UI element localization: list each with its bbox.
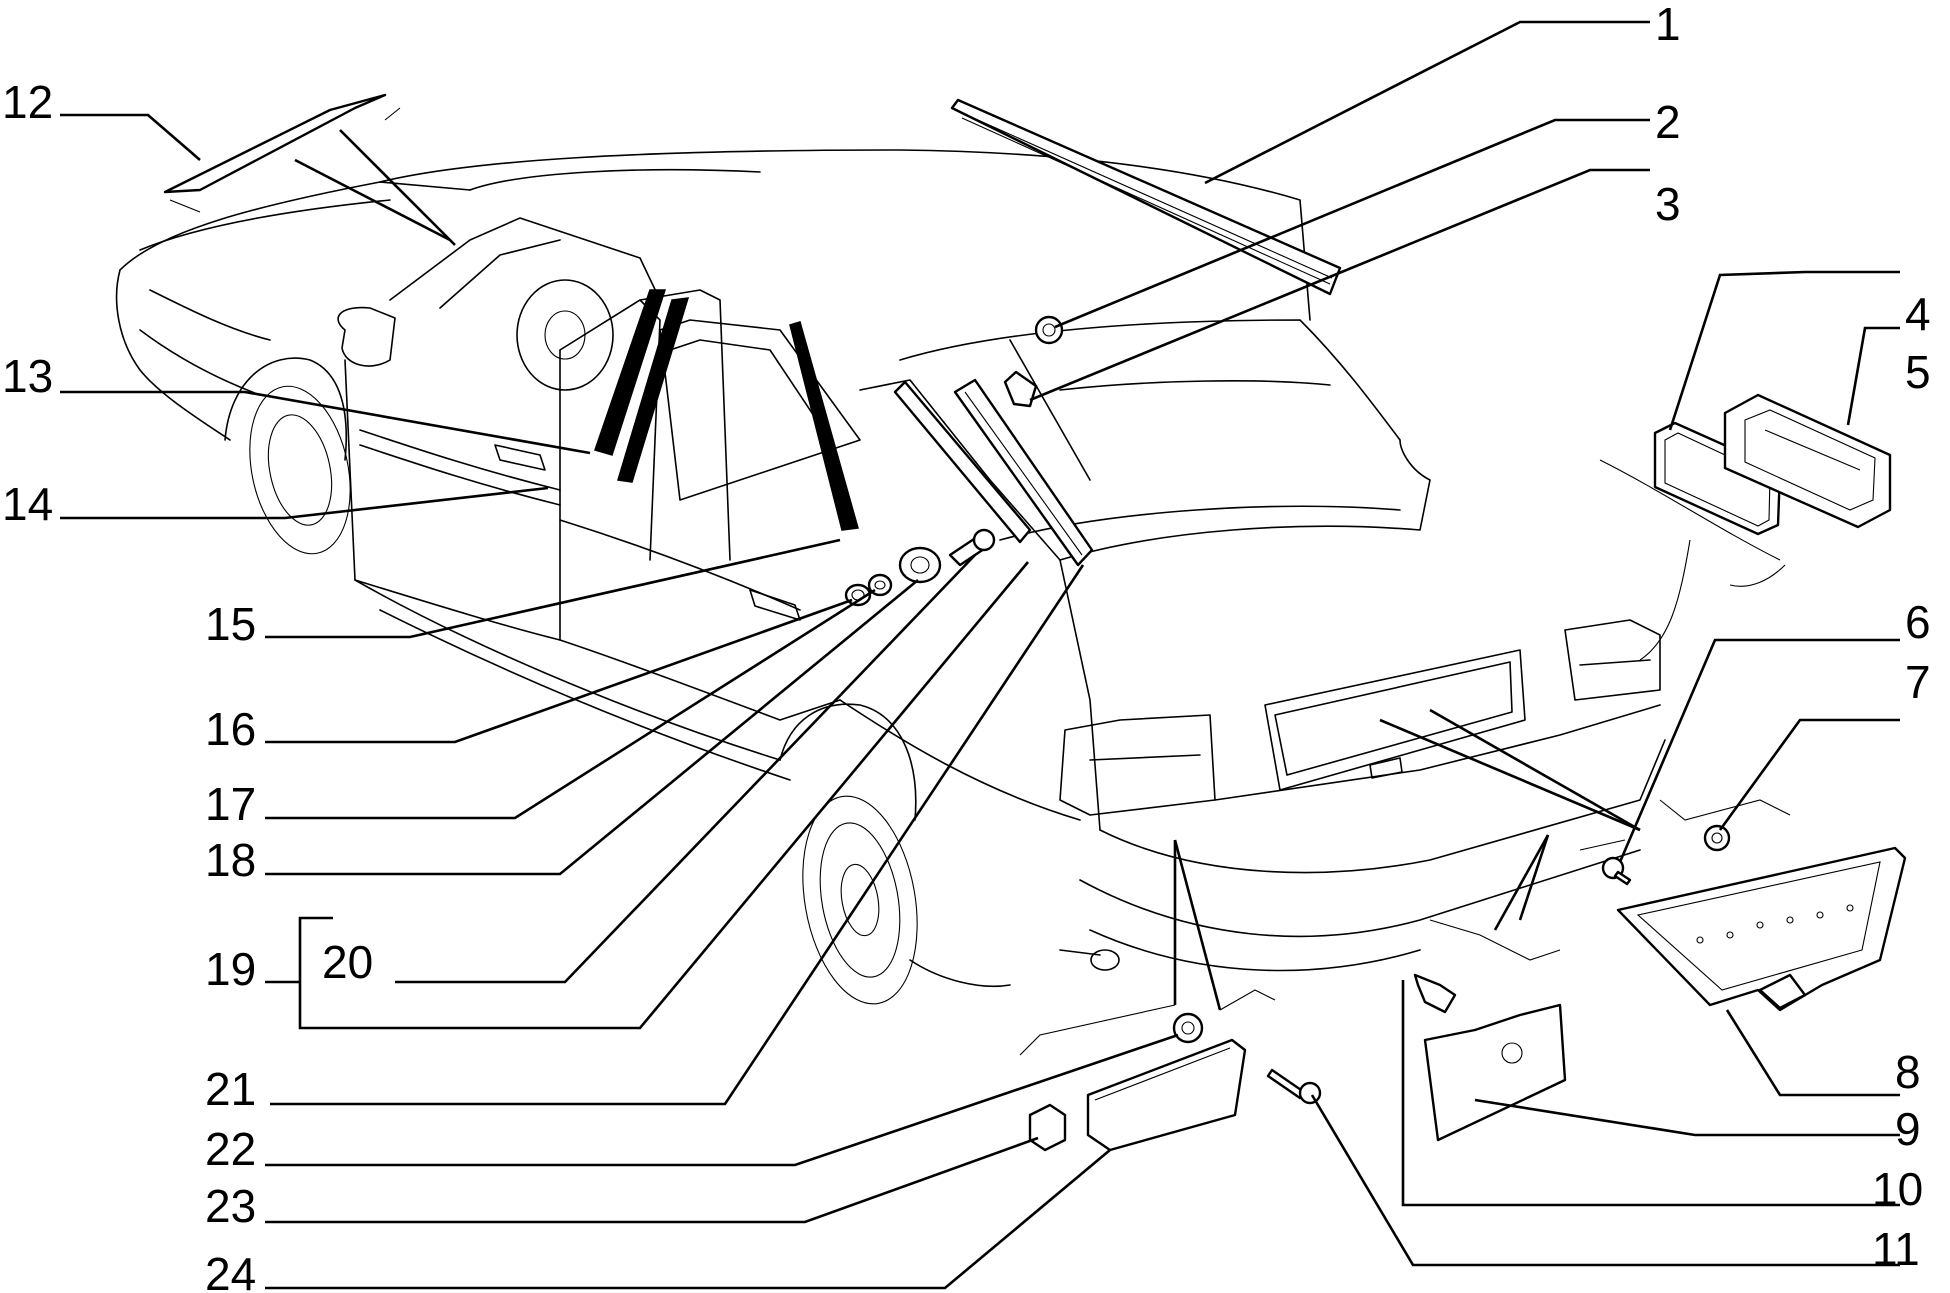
part-screw-20 [948, 528, 996, 567]
callout-13: 13 [2, 350, 53, 402]
callout-19: 19 [205, 943, 256, 995]
part-marker-light-24 [1086, 1038, 1247, 1152]
callout-5: 5 [1905, 346, 1931, 398]
part-pillar-strip-13 [594, 289, 690, 483]
part-nut-7 [1703, 824, 1731, 852]
callout-21: 21 [205, 1063, 256, 1115]
part-pillar-strip-15 [789, 321, 859, 531]
callout-3: 3 [1655, 178, 1681, 230]
part-screw-11 [1266, 1068, 1322, 1105]
callout-15: 15 [205, 598, 256, 650]
part-push-clip-10 [1413, 973, 1457, 1014]
part-cover-9 [1423, 1003, 1567, 1142]
part-bulb-holder-23 [1028, 1103, 1067, 1152]
leader-lines [60, 20, 1900, 1290]
callout-6: 6 [1905, 596, 1931, 648]
part-nut-2 [1034, 315, 1064, 345]
callout-10: 10 [1872, 1163, 1923, 1215]
callout-18: 18 [205, 834, 256, 886]
callout-4: 4 [1905, 288, 1931, 340]
part-trim-strip-12 [163, 93, 387, 194]
part-screw-6 [1601, 856, 1632, 886]
callout-1: 1 [1655, 0, 1681, 50]
callout-14: 14 [2, 478, 53, 530]
parts [163, 93, 1907, 1152]
callout-24: 24 [205, 1248, 256, 1293]
callout-23: 23 [205, 1180, 256, 1232]
callout-2: 2 [1655, 96, 1681, 148]
guide-lines [169, 107, 1791, 1056]
callout-22: 22 [205, 1123, 256, 1175]
part-roof-trim-strip [950, 98, 1342, 296]
callout-20: 20 [322, 936, 373, 988]
callout-7: 7 [1905, 656, 1931, 708]
callout-8: 8 [1895, 1046, 1921, 1098]
part-washer-18 [898, 546, 942, 584]
car-body-drawing [115, 149, 1666, 1005]
callout-16: 16 [205, 703, 256, 755]
part-clip-3 [1003, 370, 1038, 408]
callout-11: 11 [1872, 1223, 1920, 1275]
callout-9: 9 [1895, 1103, 1921, 1155]
part-window-seal-21 [893, 378, 1094, 567]
part-gasket-4 [1653, 421, 1782, 536]
part-plate-light-assembly-8 [1616, 846, 1907, 1012]
callout-12: 12 [2, 76, 53, 128]
callout-17: 17 [205, 778, 256, 830]
part-rear-light-unit-5 [1723, 393, 1892, 529]
part-nut-22 [1172, 1012, 1204, 1044]
